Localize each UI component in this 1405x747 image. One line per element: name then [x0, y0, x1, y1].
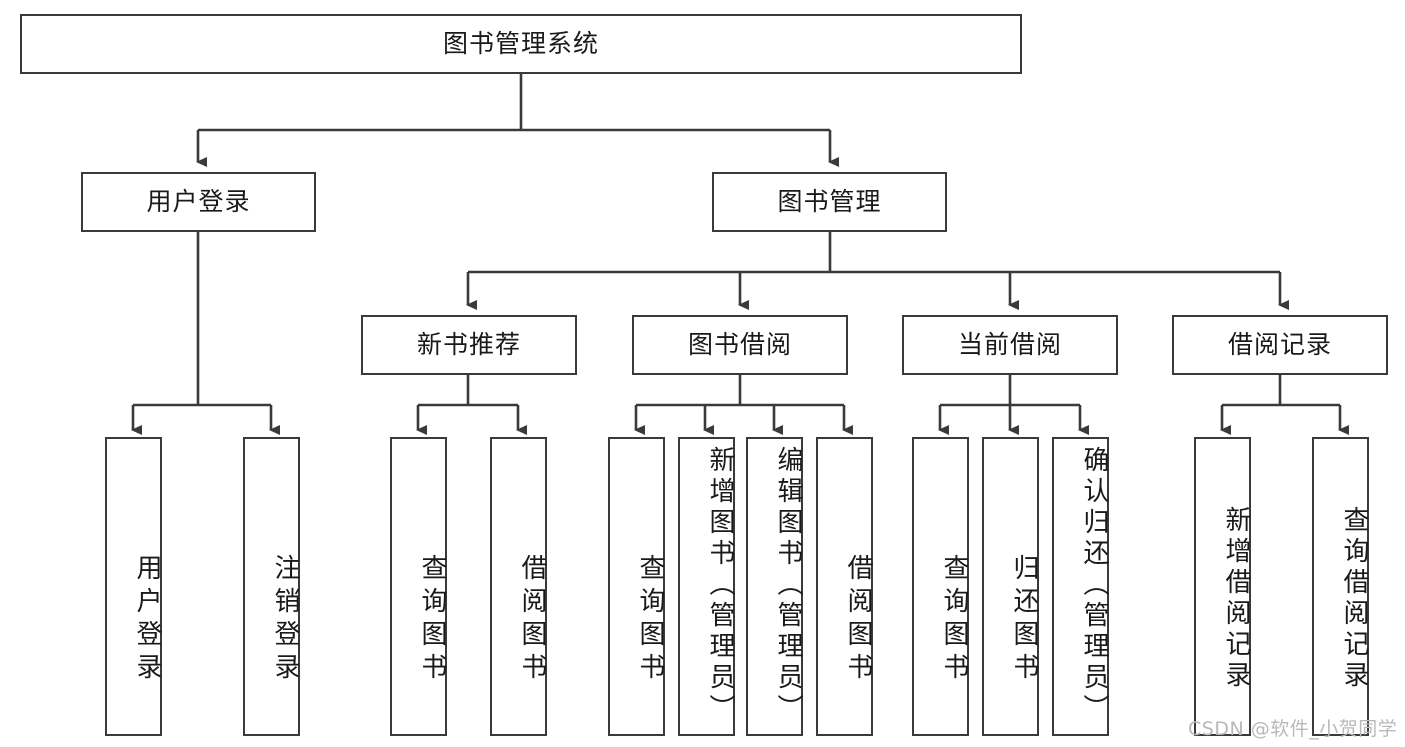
- leaf-query-borrow-record[interactable]: 查询借阅记录: [1312, 437, 1369, 736]
- leaf-query-book-borrow[interactable]: 查询图书: [608, 437, 665, 736]
- node-label: 归还图书: [1009, 553, 1039, 686]
- node-label: 图书管理: [777, 187, 882, 217]
- node-label: 注销登录: [270, 553, 300, 686]
- node-book-management[interactable]: 图书管理: [712, 172, 947, 232]
- node-label: 借阅图书: [517, 553, 547, 686]
- node-label: 查询图书: [635, 553, 665, 686]
- leaf-return-book[interactable]: 归还图书: [982, 437, 1039, 736]
- node-label: 用户登录: [146, 187, 251, 217]
- node-label: 新增借阅记录: [1221, 505, 1251, 692]
- leaf-edit-book-admin[interactable]: 编辑图书（管理员）: [746, 437, 803, 736]
- node-label: 查询图书: [417, 553, 447, 686]
- leaf-query-book-recommend[interactable]: 查询图书: [390, 437, 447, 736]
- node-book-borrow[interactable]: 图书借阅: [632, 315, 848, 375]
- node-label: 图书借阅: [687, 330, 792, 360]
- node-label: 查询图书: [939, 553, 969, 686]
- node-label: 借阅记录: [1227, 330, 1332, 360]
- node-label: 借阅图书: [843, 553, 873, 686]
- node-current-borrow[interactable]: 当前借阅: [902, 315, 1118, 375]
- leaf-add-borrow-record[interactable]: 新增借阅记录: [1194, 437, 1251, 736]
- leaf-add-book-admin[interactable]: 新增图书（管理员）: [678, 437, 735, 736]
- leaf-user-login[interactable]: 用户登录: [105, 437, 162, 736]
- csdn-watermark: CSDN @软件_小贺同学: [1188, 718, 1398, 740]
- node-user-login[interactable]: 用户登录: [81, 172, 316, 232]
- node-root-book-management-system[interactable]: 图书管理系统: [20, 14, 1022, 74]
- leaf-user-logout[interactable]: 注销登录: [243, 437, 300, 736]
- node-borrow-record[interactable]: 借阅记录: [1172, 315, 1388, 375]
- leaf-confirm-return-admin[interactable]: 确认归还（管理员）: [1052, 437, 1109, 736]
- leaf-query-book-current[interactable]: 查询图书: [912, 437, 969, 736]
- node-label: 新增图书（管理员）: [705, 446, 735, 725]
- leaf-borrow-book[interactable]: 借阅图书: [816, 437, 873, 736]
- node-label: 用户登录: [132, 553, 162, 686]
- leaf-borrow-book-recommend[interactable]: 借阅图书: [490, 437, 547, 736]
- node-label: 编辑图书（管理员）: [773, 446, 803, 725]
- node-label: 查询借阅记录: [1339, 505, 1369, 692]
- node-label: 图书管理系统: [442, 29, 599, 59]
- node-label: 新书推荐: [416, 330, 521, 360]
- node-label: 当前借阅: [957, 330, 1062, 360]
- node-label: 确认归还（管理员）: [1079, 446, 1109, 725]
- node-new-book-recommend[interactable]: 新书推荐: [361, 315, 577, 375]
